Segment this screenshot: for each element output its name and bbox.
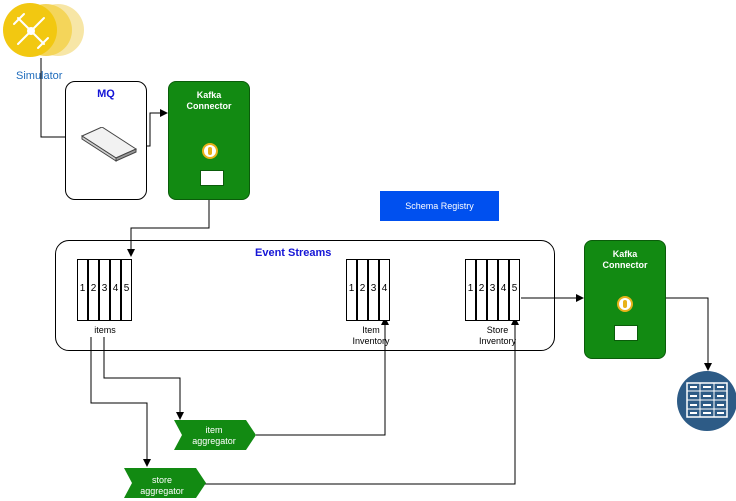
item-inventory-label-1: Item	[362, 325, 380, 335]
store-inventory-label-2: Inventory	[478, 336, 517, 346]
partition: 5	[121, 259, 132, 321]
connector-icon	[617, 296, 633, 312]
items-topic-label: items	[94, 325, 116, 335]
arrow-items-to-store-aggregator	[90, 337, 151, 467]
partition: 2	[88, 259, 99, 321]
partition: 1	[346, 259, 357, 321]
message-queue-icon	[80, 127, 138, 162]
kafka-connector-sink-title-2: Connector	[602, 260, 648, 270]
partition: 1	[77, 259, 88, 321]
partition: 3	[99, 259, 110, 321]
partition: 4	[110, 259, 121, 321]
item-aggregator-shape	[174, 420, 256, 450]
kafka-connector-source-title-1: Kafka	[196, 90, 222, 100]
connector-port-icon	[614, 325, 638, 341]
connector-icon	[202, 143, 218, 159]
store-aggregator-shape	[124, 468, 206, 498]
partition: 5	[509, 259, 520, 321]
item-aggregator-label-1: item	[205, 425, 223, 435]
store-inventory-label-1: Store	[486, 325, 509, 335]
kafka-connector-sink-title-1: Kafka	[612, 249, 638, 259]
satellite-icon	[3, 3, 84, 57]
schema-registry: Schema Registry	[380, 191, 499, 221]
database-table-icon	[677, 371, 736, 431]
mq-title: MQ	[97, 88, 115, 100]
partition: 1	[465, 259, 476, 321]
arrow-connector-to-database	[666, 297, 712, 371]
partition: 4	[498, 259, 509, 321]
partition: 4	[379, 259, 390, 321]
arrow-items-to-item-aggregator	[103, 337, 184, 420]
connector-port-icon	[200, 170, 224, 186]
partition: 2	[357, 259, 368, 321]
kafka-connector-source-title-2: Connector	[186, 101, 232, 111]
event-streams-container	[55, 240, 555, 351]
partition: 3	[487, 259, 498, 321]
arrow-connector-to-items	[127, 200, 210, 257]
arrow-item-aggregator-to-inventory	[256, 317, 389, 436]
item-inventory-label-2: Inventory	[352, 336, 390, 346]
simulator-label: Simulator	[16, 70, 63, 82]
arrow-store-aggregator-to-inventory	[205, 317, 519, 485]
store-aggregator-label-2: aggregator	[140, 486, 184, 496]
partition: 3	[368, 259, 379, 321]
kafka-connector-source: Kafka Connector	[168, 81, 250, 200]
kafka-connector-sink: Kafka Connector	[584, 240, 666, 359]
store-aggregator-label-1: store	[151, 475, 172, 485]
item-aggregator-label-2: aggregator	[192, 436, 236, 446]
event-streams-title: Event Streams	[255, 247, 332, 259]
partition: 2	[476, 259, 487, 321]
